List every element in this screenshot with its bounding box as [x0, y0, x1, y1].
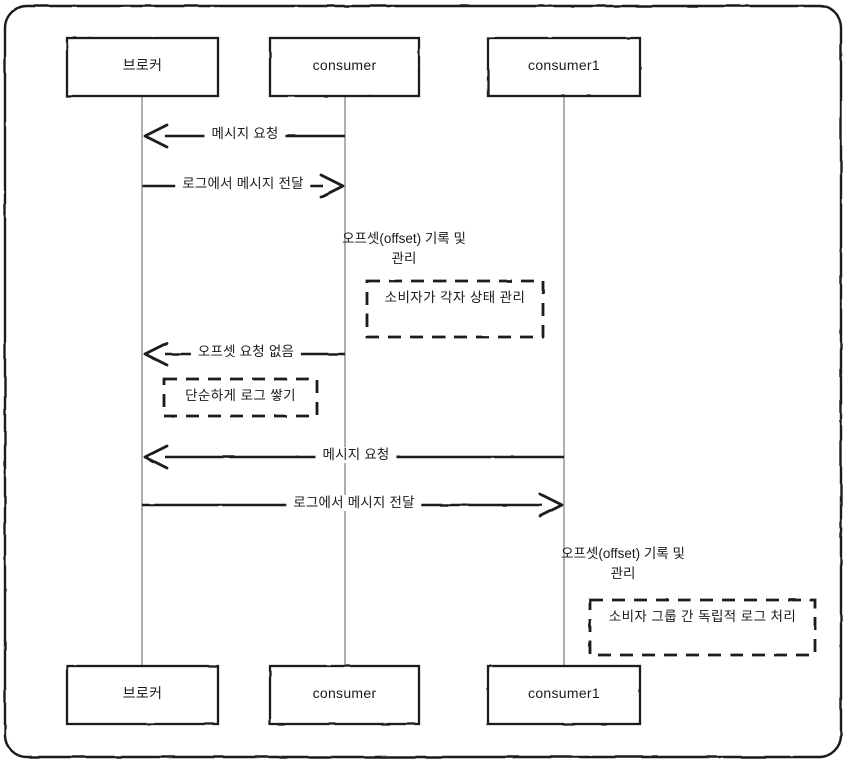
lifelines-group	[141, 96, 565, 666]
actor-label-consumer1: consumer1	[528, 57, 600, 73]
actor-box-broker-top	[65, 36, 220, 98]
message-label-msg-3: 오프셋 요청 없음	[190, 344, 302, 360]
actor-label-broker: 브로커	[122, 685, 163, 701]
note-box-note-consumer-state	[365, 279, 545, 339]
self-msg-consumer1-line1: 오프셋(offset) 기록 및	[561, 546, 685, 561]
actor-box-consumer-bottom	[268, 664, 421, 726]
self-msg-consumer-line1: 오프셋(offset) 기록 및	[342, 231, 466, 246]
message-label-msg-5: 로그에서 메시지 전달	[286, 495, 422, 511]
actor-box-consumer1-bottom	[486, 664, 642, 726]
outer-frame	[3, 4, 843, 759]
message-label-msg-2: 로그에서 메시지 전달	[175, 176, 311, 192]
actor-box-consumer1-top	[486, 36, 642, 98]
actor-box-consumer-top	[268, 36, 421, 98]
actor-label-consumer: consumer	[312, 685, 377, 701]
message-label-msg-4: 메시지 요청	[315, 447, 397, 463]
note-text-note-simple-log: 단순하게 로그 쌓기	[185, 388, 296, 403]
note-text-note-group-independent: 소비자 그룹 간 독립적 로그 처리	[608, 609, 797, 624]
note-box-note-simple-log	[162, 377, 319, 418]
note-text-note-consumer-state: 소비자가 각자 상태 관리	[384, 290, 526, 305]
actor-boxes-group	[65, 36, 642, 726]
self-msg-consumer1-line2: 관리	[610, 565, 636, 581]
self-msg-consumer-line2: 관리	[391, 250, 417, 266]
actor-label-consumer1: consumer1	[528, 685, 600, 701]
note-boxes-group	[162, 279, 817, 657]
message-label-msg-1: 메시지 요청	[204, 126, 286, 142]
actor-label-consumer: consumer	[312, 57, 377, 73]
note-box-note-group-independent	[588, 598, 817, 657]
actor-box-broker-bottom	[65, 664, 220, 726]
actor-label-broker: 브로커	[122, 57, 163, 73]
